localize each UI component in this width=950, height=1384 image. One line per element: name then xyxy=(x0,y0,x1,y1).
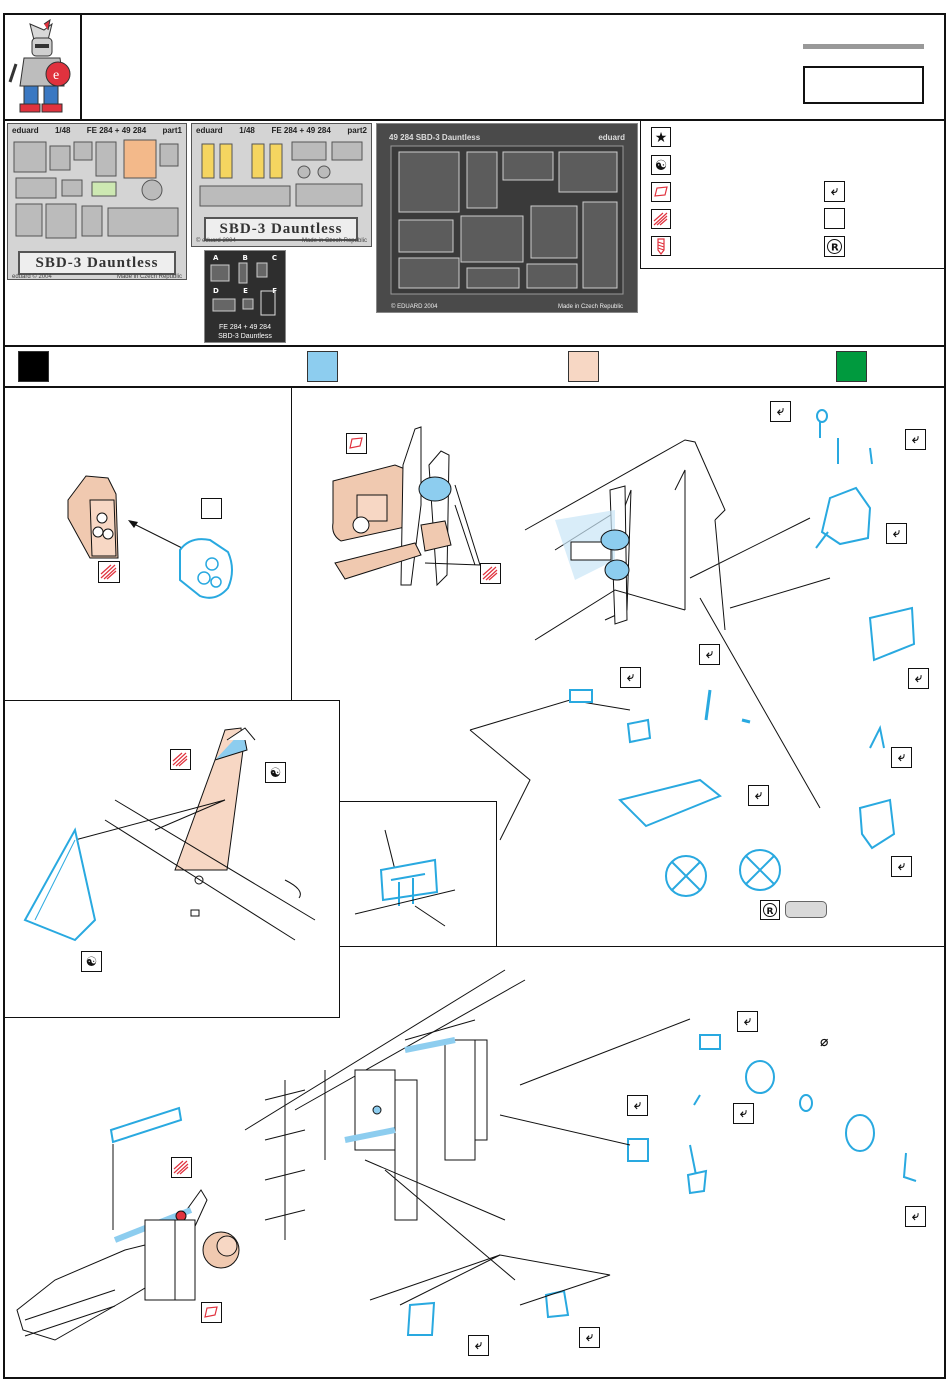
bend-icon: ⤶ xyxy=(886,523,907,544)
sheet-title: SBD-3 Dauntless xyxy=(204,217,358,241)
step-divider xyxy=(339,801,497,802)
svg-text:R: R xyxy=(831,243,839,254)
bend-icon: ⤶ xyxy=(770,401,791,422)
star-icon: ★ xyxy=(651,127,671,147)
photo-etch-icon xyxy=(201,1302,222,1323)
step1-assembly xyxy=(67,475,233,599)
step5-panel-assembly xyxy=(16,1106,240,1341)
sheet-title: SBD-3 Dauntless xyxy=(18,251,176,275)
empty-box-icon xyxy=(201,498,222,519)
drill-icon xyxy=(651,236,671,256)
header-divider xyxy=(80,13,82,119)
swatch-row-bottom xyxy=(3,386,946,388)
photo-etch-icon xyxy=(346,433,367,454)
yinyang-icon: ☯ xyxy=(651,155,671,175)
bend-icon: ⤶ xyxy=(891,856,912,877)
paint-swatch-gray xyxy=(785,901,827,918)
bend-icon: ⤶ xyxy=(733,1103,754,1124)
step-divider xyxy=(3,1017,340,1018)
step-divider xyxy=(3,700,340,701)
color-swatch-green xyxy=(836,351,867,382)
step-divider xyxy=(339,700,340,1018)
bend-icon: ⤶ xyxy=(468,1335,489,1356)
svg-text:e: e xyxy=(53,68,59,83)
drill-size-icon: ⌀ xyxy=(820,1034,829,1050)
color-swatch-flesh xyxy=(568,351,599,382)
header-bottom-rule xyxy=(3,119,946,121)
bottom-detail-parts xyxy=(369,1018,917,1336)
plastic-cut-icon xyxy=(171,1157,192,1178)
step4-gunsight-assembly xyxy=(23,727,316,942)
title-box xyxy=(803,66,924,104)
bend-icon: ⤶ xyxy=(620,667,641,688)
plastic-cut-icon xyxy=(98,561,120,583)
bend-icon: ⤶ xyxy=(699,644,720,665)
color-swatch-light-blue xyxy=(307,351,338,382)
remove-icon: R xyxy=(824,236,845,257)
photo-etch-icon xyxy=(651,182,671,202)
plastic-cut-icon xyxy=(170,749,191,770)
title-gray-bar xyxy=(803,44,924,49)
yinyang-icon: ☯ xyxy=(81,951,102,972)
step-divider xyxy=(339,946,946,947)
knight-logo: e xyxy=(8,18,71,113)
bend-icon: ⤶ xyxy=(748,785,769,806)
bend-icon: ⤶ xyxy=(627,1095,648,1116)
bend-icon: ⤶ xyxy=(908,668,929,689)
bend-icon: ⤶ xyxy=(824,181,845,202)
svg-text:R: R xyxy=(767,907,774,917)
bend-icon: ⤶ xyxy=(891,747,912,768)
bracket-detail xyxy=(354,829,456,927)
yinyang-icon: ☯ xyxy=(265,762,286,783)
step2-seat-assembly xyxy=(332,426,481,587)
throttle-quadrant-assembly xyxy=(469,689,781,897)
legend-divider xyxy=(640,120,641,268)
cockpit-sidewall xyxy=(524,439,726,641)
plastic-cut-icon xyxy=(480,563,501,584)
bend-icon: ⤶ xyxy=(737,1011,758,1032)
cockpit-floor-sidewall xyxy=(244,969,526,1281)
remove-icon: R xyxy=(760,900,780,920)
cockpit-detail-parts xyxy=(689,409,916,850)
step-divider xyxy=(291,386,292,701)
empty-box-icon xyxy=(824,208,845,229)
bend-icon: ⤶ xyxy=(905,1206,926,1227)
plastic-cut-icon xyxy=(651,209,671,229)
color-swatch-black xyxy=(18,351,49,382)
page-frame xyxy=(3,13,946,1379)
swatch-row-top xyxy=(3,345,946,347)
step-divider xyxy=(496,801,497,947)
bend-icon: ⤶ xyxy=(905,429,926,450)
bend-icon: ⤶ xyxy=(579,1327,600,1348)
legend-bottom-rule xyxy=(640,268,946,269)
